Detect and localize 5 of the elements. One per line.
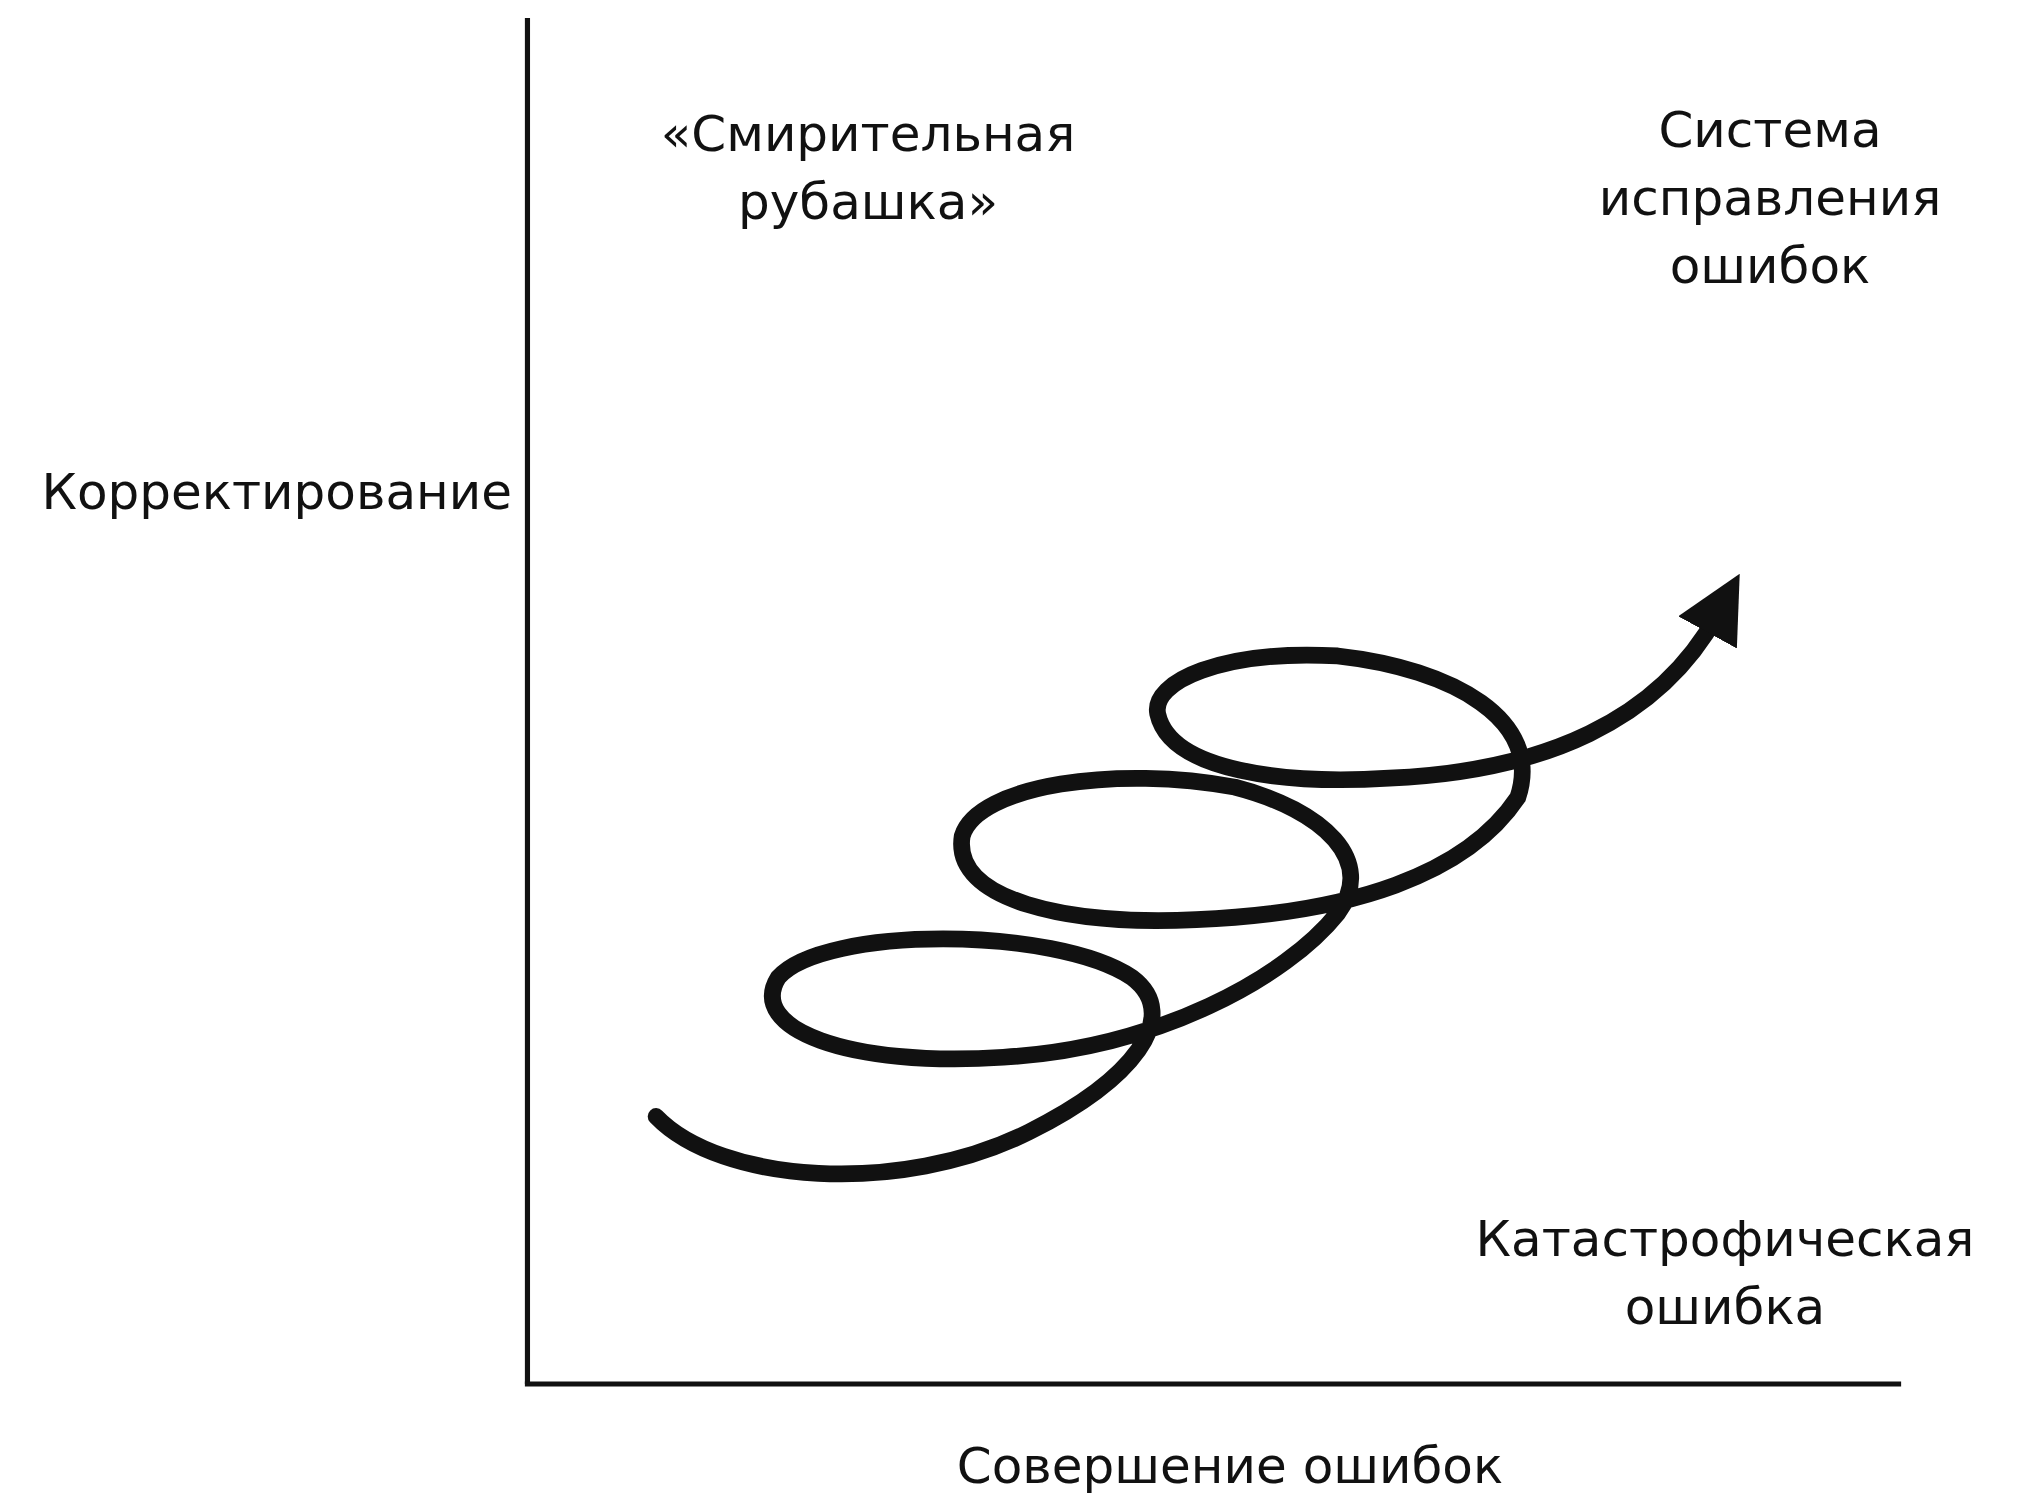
axis-title: Корректирование [40, 462, 512, 523]
quadrant-label: Катастрофическая ошибка [1474, 1209, 1976, 1338]
quadrant-label: «Смирительная рубашка» [659, 104, 1077, 233]
quadrant-label: Система исправления ошибок [1597, 100, 1943, 297]
axis-title: Совершение ошибок [955, 1436, 1505, 1497]
